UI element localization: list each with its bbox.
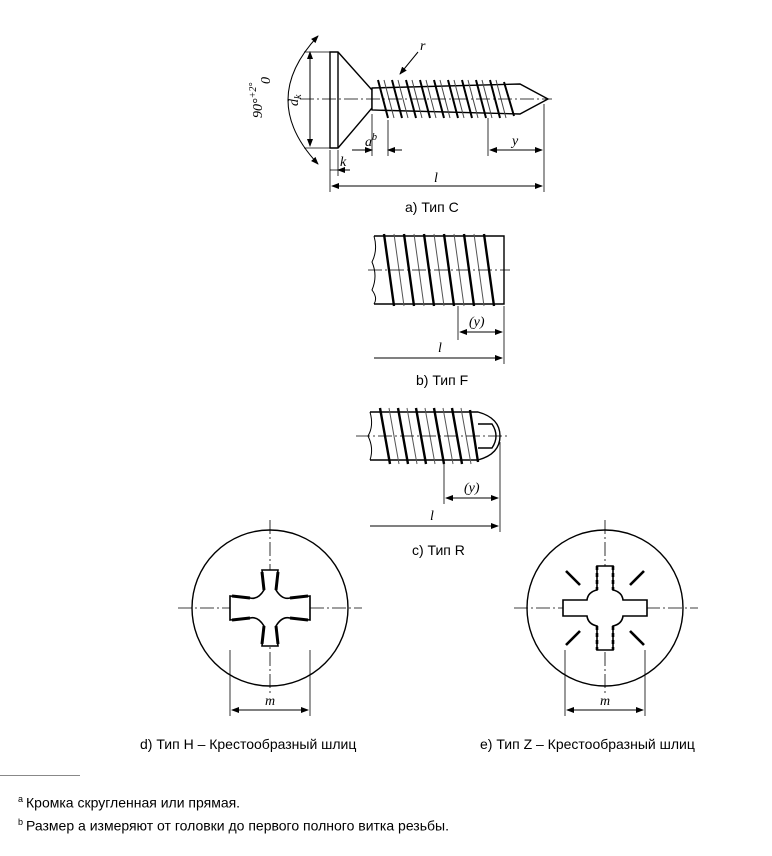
k-label: k (340, 155, 347, 170)
labels-type-z: m e) Тип Z – Крестообразный шлиц (480, 694, 695, 752)
r-leader (399, 51, 419, 75)
caption-type-h: d) Тип H – Крестообразный шлиц (140, 736, 356, 752)
recess-z-ribs (565, 570, 645, 646)
view-type-c (287, 35, 552, 192)
dk-label: dk (287, 94, 304, 106)
view-type-f (368, 233, 510, 364)
view-type-z (514, 520, 698, 716)
view-type-h (178, 520, 362, 716)
l-label-r: l (430, 509, 434, 524)
caption-type-c: a) Тип C (405, 199, 459, 215)
m-label-h: m (265, 694, 275, 709)
l-label-c: l (434, 171, 438, 186)
a-label: ab (365, 132, 377, 150)
caption-type-f: b) Тип F (416, 372, 468, 388)
y-label-r: (y) (464, 481, 480, 496)
labels-type-f: (y) l b) Тип F (416, 315, 485, 388)
y-label-c: y (510, 134, 519, 149)
labels-type-r: (y) l c) Тип R (412, 481, 480, 558)
labels-type-c: 90°+2° 0 dk r ab k y l a) Тип C (248, 39, 519, 215)
m-label-z: m (600, 694, 610, 709)
recess-h (229, 569, 311, 647)
screw-head-c (329, 51, 373, 149)
footnote-rule (0, 775, 80, 776)
y-label-f: (y) (469, 315, 485, 330)
r-label: r (420, 39, 426, 54)
caption-type-r: c) Тип R (412, 542, 465, 558)
labels-type-h: m d) Тип H – Крестообразный шлиц (140, 694, 356, 752)
recess-h-shading (231, 571, 309, 645)
l-label-f: l (438, 341, 442, 356)
angle-tol-low: 0 (259, 77, 274, 84)
angle-arc (287, 35, 319, 165)
angle-label: 90°+2° (248, 83, 266, 118)
caption-type-z: e) Тип Z – Крестообразный шлиц (480, 736, 695, 752)
view-type-r (356, 407, 510, 532)
